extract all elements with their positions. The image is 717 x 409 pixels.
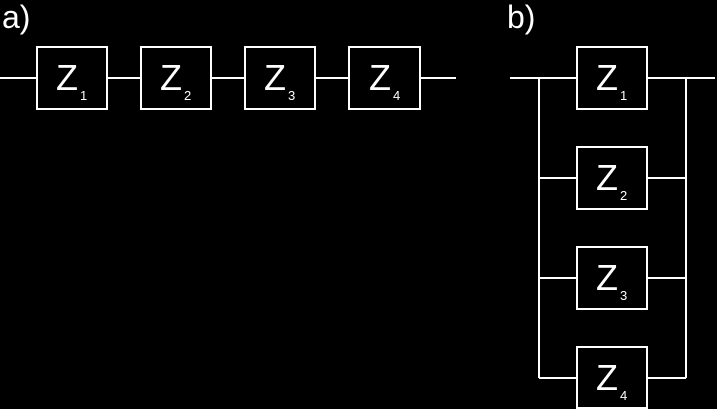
impedance-box bbox=[576, 346, 648, 409]
impedance-box bbox=[348, 46, 421, 110]
impedance-subscript: 1 bbox=[620, 88, 627, 103]
impedance-subscript: 2 bbox=[620, 188, 627, 203]
series-impedance-z4: Z 4 bbox=[348, 46, 421, 110]
series-impedance-z2: Z 2 bbox=[140, 46, 212, 110]
impedance-letter: Z bbox=[369, 57, 391, 98]
impedance-box bbox=[36, 46, 108, 110]
impedance-letter: Z bbox=[596, 257, 618, 298]
parallel-impedance-z1: Z 1 bbox=[576, 46, 648, 110]
panel-label-a: a) bbox=[2, 0, 30, 35]
parallel-impedance-z4: Z 4 bbox=[576, 346, 648, 409]
impedance-letter: Z bbox=[264, 57, 286, 98]
parallel-circuit: b) Z 1 Z 2 Z 3 bbox=[507, 0, 715, 409]
impedance-box bbox=[140, 46, 212, 110]
impedance-subscript: 4 bbox=[393, 88, 400, 103]
series-impedance-z1: Z 1 bbox=[36, 46, 108, 110]
impedance-letter: Z bbox=[596, 57, 618, 98]
impedance-letter: Z bbox=[596, 357, 618, 398]
impedance-subscript: 2 bbox=[184, 88, 191, 103]
impedance-box bbox=[244, 46, 316, 110]
impedance-box bbox=[576, 246, 648, 310]
impedance-subscript: 3 bbox=[620, 288, 627, 303]
series-impedance-z3: Z 3 bbox=[244, 46, 316, 110]
panel-label-b: b) bbox=[507, 0, 535, 35]
impedance-letter: Z bbox=[596, 157, 618, 198]
parallel-impedance-z2: Z 2 bbox=[576, 146, 648, 210]
impedance-subscript: 3 bbox=[288, 88, 295, 103]
impedance-subscript: 1 bbox=[80, 88, 87, 103]
impedance-letter: Z bbox=[56, 57, 78, 98]
parallel-impedance-z3: Z 3 bbox=[576, 246, 648, 310]
impedance-subscript: 4 bbox=[620, 388, 627, 403]
impedance-box bbox=[576, 46, 648, 110]
series-circuit: a) Z 1 Z 2 Z 3 Z 4 bbox=[0, 0, 456, 110]
impedance-box bbox=[576, 146, 648, 210]
impedance-letter: Z bbox=[160, 57, 182, 98]
